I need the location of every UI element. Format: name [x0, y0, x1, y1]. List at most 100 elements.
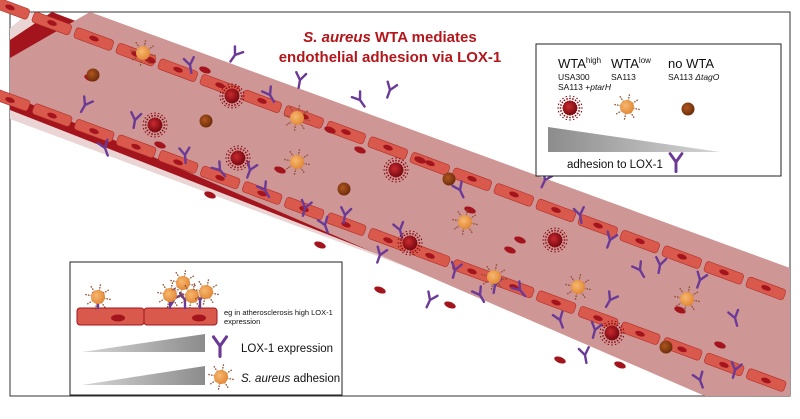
lox1-receptor-icon: [510, 280, 527, 298]
expression-legend: eg in atherosclerosis high LOX-1 express…: [69, 261, 343, 396]
red-blood-cell: [324, 126, 336, 134]
atherosclerosis-note-line1: eg in atherosclerosis high LOX-1: [224, 308, 333, 317]
lox1-receptor-icon: [210, 160, 227, 178]
lox1-receptor-icon: [730, 360, 743, 379]
red-blood-cell: [414, 156, 426, 164]
lox1-expression-label: LOX-1 expression: [241, 343, 333, 355]
bacterial-adhesion-label: S. aureus adhesion: [241, 373, 340, 385]
lox1-receptor-icon: [246, 160, 259, 179]
endothelial-cell: [116, 134, 157, 158]
endothelial-cell: [367, 136, 408, 160]
red-blood-cell: [274, 166, 286, 174]
legend-lox1-expression-receptor-icon: [211, 335, 229, 358]
red-blood-cell: [199, 66, 211, 74]
title-rest: WTA mediates: [371, 29, 477, 46]
red-blood-cell: [444, 301, 456, 309]
endothelial-cell: [493, 183, 534, 207]
legend-wta-low-bacterium-icon: [614, 94, 640, 120]
legend-lox1-receptor-icon: [668, 152, 684, 174]
lox1-receptor-icon: [79, 95, 95, 114]
red-blood-cell: [204, 191, 216, 199]
legend-endothelial-cell-1: [76, 307, 145, 326]
legend-wta-high-label: WTAhigh: [558, 56, 601, 71]
legend-wta-high-strain2: SA113 +ptarH: [558, 82, 612, 92]
lox1-receptor-icon: [316, 215, 329, 234]
lox1-receptor-icon: [577, 346, 590, 365]
legend-adhesion-bacterium-icon: [208, 364, 234, 390]
endothelial-cell: [74, 119, 115, 143]
bacterium-low: [284, 105, 310, 131]
endothelial-cell: [157, 58, 198, 82]
red-blood-cell: [314, 241, 326, 249]
legend-adhered-bacterium-icon: [85, 284, 111, 310]
red-blood-cell: [514, 236, 526, 244]
bacterium-high: [599, 320, 625, 346]
bacterium-high: [142, 112, 168, 138]
lox1-receptor-icon: [340, 206, 353, 225]
lox1-receptor-icon: [470, 285, 486, 304]
bacterium-low: [481, 264, 507, 290]
lox1-receptor-icon: [655, 256, 668, 275]
bacterium-none: [337, 182, 351, 196]
legend-endothelial-cell-2: [143, 307, 218, 326]
bacterium-high: [225, 145, 251, 171]
legend-wta-high-bacterium-icon: [557, 95, 583, 121]
endothelial-cell: [578, 306, 619, 330]
red-blood-cells: [84, 56, 726, 369]
lox1-receptor-icon: [606, 230, 619, 249]
endothelial-cell: [536, 290, 577, 314]
endothelial-cell: [241, 89, 282, 113]
endothelial-cell: [535, 198, 576, 223]
lox1-receptor-icon: [260, 85, 276, 104]
bacterium-low: [674, 286, 700, 312]
lox1-receptor-icon: [130, 111, 143, 130]
red-blood-cell: [354, 146, 366, 154]
endothelial-cell: [703, 261, 744, 285]
lox1-receptor-icon: [696, 270, 709, 289]
legend-no-wta-strain: SA113 ΔtagO: [668, 72, 720, 82]
endothelial-cell: [0, 0, 30, 20]
legend-adhered-bacterium-icon: [193, 279, 219, 305]
endothelial-cell: [746, 368, 787, 392]
lox1-receptor-icon: [229, 45, 245, 63]
endothelial-cell: [325, 121, 366, 145]
legend-no-wta-label: no WTA: [668, 56, 714, 71]
bacterium-high: [383, 157, 409, 183]
endothelial-cells: [0, 0, 787, 392]
bacterium-high: [542, 227, 568, 253]
lox1-receptor-icon: [450, 260, 463, 279]
legend-wta-low-strain: SA113: [611, 72, 636, 82]
lox1-receptor-icon: [604, 290, 620, 309]
bacteria: [86, 40, 700, 354]
endothelial-cell: [745, 276, 786, 300]
lox1-receptor-icon: [300, 198, 313, 217]
bacterium-none: [659, 340, 673, 354]
legend-cell-nucleus-1: [111, 314, 125, 322]
endothelial-cell: [31, 11, 72, 36]
adhesion-gradient-wedge: [548, 127, 720, 152]
lox1-receptor-icon: [451, 180, 465, 199]
endothelial-cell: [661, 245, 702, 269]
expression-legend-box: [69, 261, 343, 396]
lox1-receptor-icon: [96, 138, 109, 157]
bacterial-adhesion-wedge: [82, 366, 205, 385]
lox1-receptor-icon: [551, 310, 564, 329]
lox1-receptor-icon: [182, 56, 195, 75]
bacterium-low: [565, 274, 591, 300]
red-blood-cell: [154, 141, 166, 149]
lox1-receptor-icon: [425, 290, 439, 309]
adhesion-lox1-label: adhesion to LOX-1: [567, 159, 663, 171]
endothelial-cell: [32, 103, 73, 127]
red-blood-cell: [554, 356, 566, 364]
endothelial-cell: [73, 27, 114, 51]
lox1-receptor-icon: [350, 90, 366, 108]
endothelial-cell: [158, 150, 199, 174]
lox1-receptor-icon: [392, 220, 405, 239]
red-blood-cell: [714, 341, 726, 349]
bacterium-none: [442, 172, 456, 186]
red-blood-cell: [374, 286, 386, 294]
lox1-receptor-icon: [386, 80, 399, 99]
endothelial-cell: [619, 230, 660, 254]
figure-title: S. aureus WTA mediates: [303, 29, 476, 46]
